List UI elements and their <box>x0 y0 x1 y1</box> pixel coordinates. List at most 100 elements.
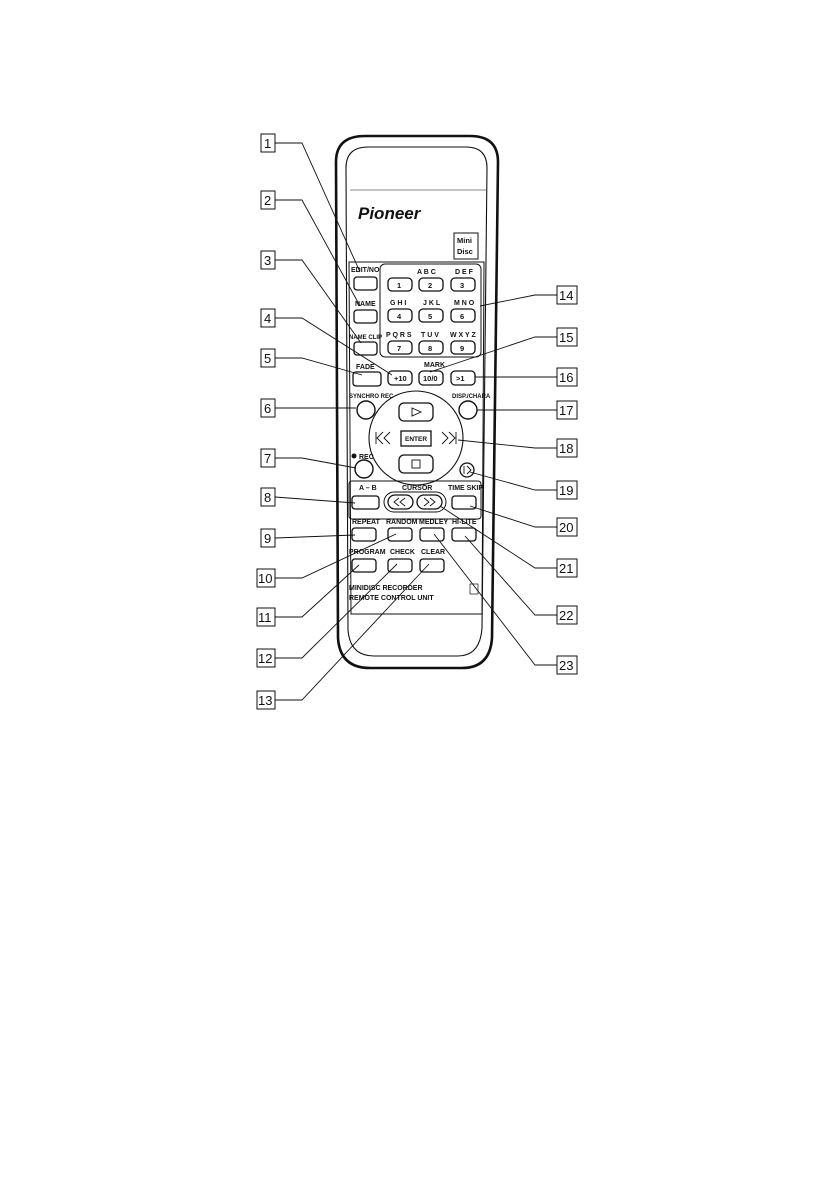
leader-line-12 <box>275 563 398 659</box>
rec-dot-icon <box>351 453 357 459</box>
fade-button[interactable] <box>352 371 382 387</box>
keypad-6-num: 6 <box>460 312 464 321</box>
a-b-button[interactable] <box>351 495 380 510</box>
callout-13: 13 <box>258 693 272 708</box>
callout-16: 16 <box>559 370 573 385</box>
leader-line-15 <box>429 336 557 373</box>
program-button[interactable] <box>351 558 377 573</box>
random-button[interactable] <box>387 527 413 542</box>
callout-8: 8 <box>264 490 271 505</box>
keypad-3-num: 3 <box>460 281 464 290</box>
synchro-rec-label: SYNCHRO REC <box>349 394 394 400</box>
medley-button[interactable] <box>419 527 445 542</box>
keypad-letters-6: M N O <box>454 300 475 307</box>
time-skip-button[interactable] <box>451 495 477 510</box>
enter-button[interactable] <box>400 430 432 447</box>
callout-15: 15 <box>559 330 573 345</box>
check-button[interactable] <box>387 558 413 573</box>
leader-line-21 <box>439 505 557 569</box>
leader-line-7 <box>275 457 357 469</box>
ten-zero-button[interactable] <box>418 370 444 386</box>
rec-button[interactable] <box>354 459 374 479</box>
hi-lite-label: HI-LITE <box>452 519 477 526</box>
random-label: RANDOM <box>386 519 418 526</box>
plus10-button[interactable] <box>387 370 413 386</box>
callout-6: 6 <box>264 401 271 416</box>
mark-label: MARK <box>424 362 445 369</box>
callout-11: 11 <box>258 610 272 625</box>
callout-22: 22 <box>559 608 573 623</box>
clear-label: CLEAR <box>421 549 445 556</box>
play-button[interactable] <box>398 402 434 422</box>
name-clip-button[interactable] <box>353 341 378 356</box>
stop-icon <box>411 459 421 469</box>
keypad-5-num: 5 <box>428 312 432 321</box>
pause-button[interactable] <box>459 462 475 478</box>
leader-lines <box>274 142 557 701</box>
callout-14: 14 <box>559 288 573 303</box>
previous-track-icon[interactable] <box>375 431 391 445</box>
edit-no-button[interactable] <box>353 276 378 291</box>
greater-than-one-text: >1 <box>456 374 465 383</box>
callouts-left: 1 2 3 4 5 6 7 8 9 10 11 12 13 <box>256 133 276 710</box>
keypad-letters-9: W X Y Z <box>450 332 477 339</box>
leader-line-22 <box>464 535 557 616</box>
rec-label: REC <box>359 454 374 461</box>
callout-9: 9 <box>264 531 271 546</box>
cursor-label: CURSOR <box>402 485 432 492</box>
leader-line-11 <box>275 564 360 618</box>
leader-line-13 <box>275 563 430 701</box>
name-clip-label: NAME CLIP <box>349 335 382 341</box>
keypad-7-button[interactable] <box>387 340 413 355</box>
time-skip-label: TIME SKIP <box>448 485 483 492</box>
leader-line-3 <box>275 259 362 344</box>
name-button[interactable] <box>353 309 378 324</box>
footer-line-2: REMOTE CONTROL UNIT <box>349 595 434 602</box>
keypad-4-button[interactable] <box>387 308 413 323</box>
keypad-8-button[interactable] <box>418 340 444 355</box>
keypad-2-button[interactable] <box>418 277 444 292</box>
disp-chara-button[interactable] <box>458 400 478 420</box>
keypad-6-button[interactable] <box>450 308 476 323</box>
footer-line-1: MINIDISC RECORDER <box>349 585 423 592</box>
callout-3: 3 <box>264 253 271 268</box>
keypad-1-num: 1 <box>397 281 401 290</box>
leader-line-2 <box>275 199 361 307</box>
hi-lite-button[interactable] <box>451 527 477 542</box>
keypad-1-button[interactable] <box>387 277 413 292</box>
stop-button[interactable] <box>398 454 434 474</box>
left-column: EDIT/NO NAME NAME CLIP FADE <box>349 267 382 387</box>
a-b-label: A – B <box>359 485 377 492</box>
keypad-9-button[interactable] <box>450 340 476 355</box>
synchro-rec-button[interactable] <box>356 400 376 420</box>
clear-button[interactable] <box>419 558 445 573</box>
greater-than-one-button[interactable] <box>450 370 476 386</box>
keypad-2-num: 2 <box>428 281 432 290</box>
keypad-5-button[interactable] <box>418 308 444 323</box>
repeat-button[interactable] <box>351 527 377 542</box>
fast-forward-icon <box>423 497 436 507</box>
callout-20: 20 <box>559 520 573 535</box>
leader-line-1 <box>275 142 361 273</box>
callout-17: 17 <box>559 403 573 418</box>
small-logo-icon <box>469 583 479 595</box>
callout-10: 10 <box>258 571 272 586</box>
keypad-4-num: 4 <box>397 312 402 321</box>
leader-line-5 <box>275 357 363 376</box>
enter-text: ENTER <box>405 436 427 443</box>
d-pad-ring <box>368 390 464 486</box>
check-label: CHECK <box>390 549 415 556</box>
pause-icon <box>463 465 472 475</box>
leader-line-10 <box>275 533 397 579</box>
leader-line-4 <box>275 317 393 376</box>
keypad-3-button[interactable] <box>450 277 476 292</box>
next-track-icon[interactable] <box>441 431 457 445</box>
leader-line-18 <box>457 439 557 449</box>
repeat-label: REPEAT <box>352 519 381 526</box>
callout-4: 4 <box>264 311 271 326</box>
keypad-7-num: 7 <box>397 344 401 353</box>
fade-label: FADE <box>356 364 375 371</box>
cursor-frame <box>383 491 447 513</box>
